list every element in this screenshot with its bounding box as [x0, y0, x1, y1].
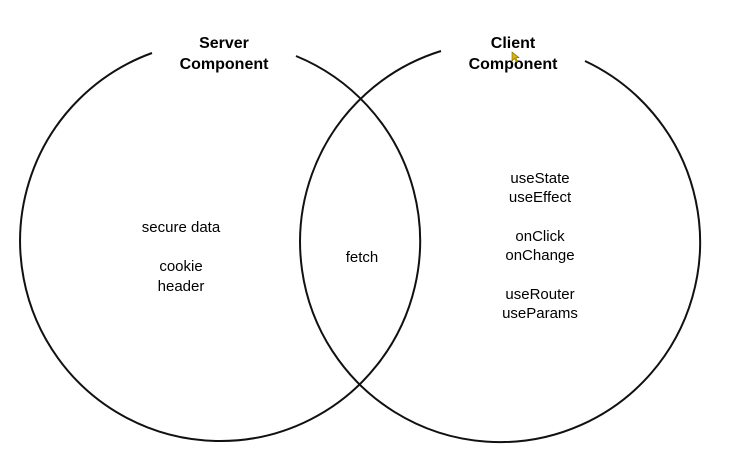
client-title-line1: Client — [491, 35, 536, 52]
server-item-secure-data: secure data — [142, 219, 221, 236]
mouse-cursor-icon — [511, 51, 520, 63]
server-item-header: header — [158, 278, 205, 295]
shared-item-fetch: fetch — [346, 249, 379, 266]
client-title-line2: Component — [469, 56, 559, 73]
client-item-userouter: useRouter — [505, 286, 574, 303]
client-item-onchange: onChange — [505, 247, 574, 264]
server-component-circle — [19, 52, 422, 443]
client-component-circle — [299, 50, 702, 444]
client-item-onclick: onClick — [515, 228, 565, 245]
client-item-usestate: useState — [510, 170, 569, 187]
client-item-useparams: useParams — [502, 305, 578, 322]
server-title-line2: Component — [180, 56, 270, 73]
client-item-useeffect: useEffect — [509, 189, 572, 206]
server-item-cookie: cookie — [159, 258, 202, 275]
server-title-line1: Server — [199, 35, 249, 52]
